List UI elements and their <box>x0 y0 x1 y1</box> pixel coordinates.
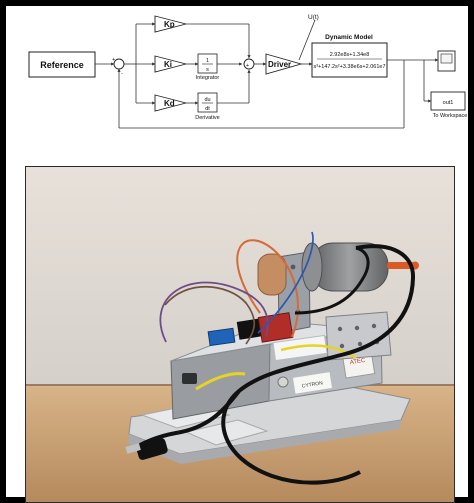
plant-title: Dynamic Model <box>325 34 373 41</box>
blue-terminal-block <box>207 327 236 347</box>
hardware-photo: CYTRON ATEC <box>25 166 455 503</box>
black-connector <box>236 318 264 340</box>
reference-plus-sign: + <box>112 57 115 63</box>
support-hole-2 <box>354 325 360 331</box>
brown-wire <box>164 285 256 345</box>
driver-label: Driver <box>268 60 291 69</box>
motor-front-cap <box>301 242 323 292</box>
support-hole-5 <box>357 341 363 347</box>
blue-wire <box>257 231 314 334</box>
driver-block <box>265 53 303 75</box>
reference-block <box>28 51 96 78</box>
hardware-photo-svg: CYTRON ATEC <box>26 167 454 502</box>
yellow-wire-1 <box>195 372 246 391</box>
orange-wire <box>236 239 299 338</box>
to-workspace-label: To Workspace <box>433 113 468 119</box>
integrator-block <box>197 53 218 74</box>
to-workspace-block <box>430 91 466 111</box>
support-hole-1 <box>337 326 343 332</box>
dc-motor-body <box>310 242 389 292</box>
block-diagram-svg: Reference Kp Ki Kd 1 s Integrator <box>28 14 468 129</box>
feedback-minus-sign: - <box>121 71 123 77</box>
plant-numerator: 2.92e8s+1.34e8 <box>330 52 370 58</box>
cytron-label-plate <box>292 372 333 394</box>
derivative-label: Derivative <box>195 115 219 121</box>
white-board-cover <box>272 334 328 362</box>
kd-label: Kd <box>164 99 175 108</box>
plant-denominator: s³+147.2s²+3.38e6s+2.061e7 <box>313 64 385 70</box>
encoder-disk <box>257 253 287 296</box>
usb-cable-upper <box>294 246 370 315</box>
driver-board-label: ATEC <box>350 358 367 366</box>
integrator-denominator: s <box>206 67 209 73</box>
support-hole-3 <box>371 323 377 329</box>
dynamic-model-block <box>311 42 388 78</box>
round-switch <box>277 376 289 388</box>
support-hole-4 <box>339 343 345 349</box>
usb-metal-tip <box>125 443 141 454</box>
ut-label: U(t) <box>308 14 319 21</box>
kp-label: Kp <box>164 20 175 29</box>
ki-label: Ki <box>164 60 172 69</box>
workspace-variable: out1 <box>443 100 454 106</box>
integrator-numerator: 1 <box>206 58 209 64</box>
derivative-block <box>197 92 218 113</box>
integrator-label: Integrator <box>196 75 220 81</box>
kd-gain-block <box>154 94 187 112</box>
cytron-label: CYTRON <box>301 380 323 389</box>
derivative-denominator: dt <box>205 106 210 112</box>
motor-shaft-coupler <box>387 262 415 269</box>
kp-gain-block <box>154 15 187 33</box>
ut-pointer <box>298 19 316 61</box>
base-plate-edge <box>128 420 401 464</box>
control-block-diagram: Reference Kp Ki Kd 1 s Integrator <box>12 12 474 160</box>
usb-cable-loop <box>221 244 416 485</box>
purple-wire <box>159 281 269 343</box>
pid-sum-plus-sign: + <box>246 63 249 69</box>
mount-screw-1 <box>290 264 296 270</box>
derivative-numerator: du <box>204 97 210 103</box>
ki-gain-block <box>154 55 187 73</box>
side-port <box>182 373 197 384</box>
reference-label: Reference <box>40 60 84 70</box>
usb-plug <box>136 438 168 460</box>
error-summing-junction <box>113 58 125 70</box>
scope-screen-icon <box>440 53 453 64</box>
